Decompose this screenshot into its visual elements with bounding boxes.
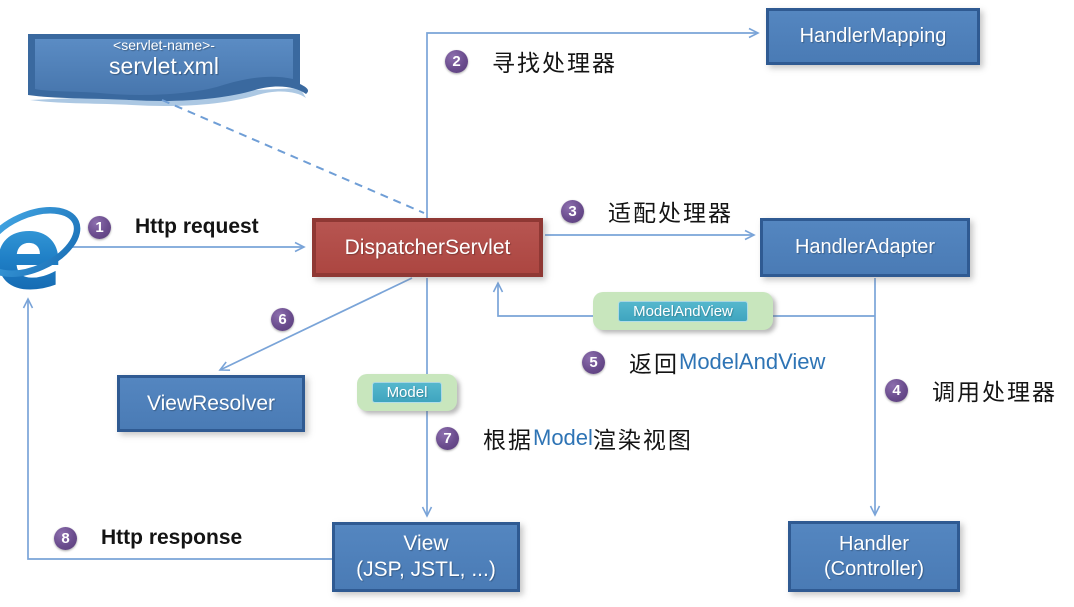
step-label-highlight: ModelAndView: [679, 349, 826, 374]
step-4-invoke-handler: 4 调用处理器: [885, 373, 1057, 407]
node-sublabel: (Controller): [823, 557, 925, 580]
step-label-suffix: 渲染视图: [592, 427, 693, 453]
handler-mapping-node: HandlerMapping: [766, 8, 980, 65]
node-label: Handler: [838, 533, 910, 556]
handler-controller-node: Handler (Controller): [788, 521, 960, 592]
modelandview-badge-label: ModelAndView: [618, 300, 748, 322]
view-node: View (JSP, JSTL, ...): [332, 522, 520, 592]
node-label: DispatcherServlet: [344, 235, 511, 259]
step-label: 适配处理器: [608, 200, 733, 226]
step-label-prefix: 根据: [483, 427, 533, 453]
step-label-highlight: Model: [533, 425, 593, 450]
servlet-config-banner-shape: [28, 34, 309, 106]
node-label: View: [403, 532, 449, 556]
view-resolver-node: ViewResolver: [117, 375, 305, 432]
arrow-to-viewresolver: [218, 277, 413, 371]
step-2-find-handler: 2 寻找处理器: [445, 44, 617, 78]
config-dashed-line: [161, 99, 425, 214]
step-number-badge: 1: [88, 215, 111, 239]
arrow-http-response: [22, 297, 332, 560]
arrow-find-handler: [426, 27, 760, 218]
step-8-http-response: 8 Http response: [54, 526, 242, 550]
node-label: HandlerMapping: [799, 25, 947, 48]
handler-adapter-node: HandlerAdapter: [760, 218, 970, 277]
dispatcher-servlet-node: DispatcherServlet: [312, 218, 543, 277]
step-1-http-request: 1 Http request: [88, 215, 259, 239]
step-number-badge: 4: [885, 378, 908, 402]
step-label-prefix: 返回: [629, 351, 679, 377]
step-number-badge: 8: [54, 526, 77, 550]
step-number-badge: 7: [436, 426, 459, 450]
step-7-render-view: 7 根据 Model 渲染视图: [436, 421, 693, 455]
ie-browser-icon: e: [0, 194, 81, 313]
step-label: 调用处理器: [932, 379, 1057, 405]
servlet-xml-text: servlet.xml: [109, 53, 219, 80]
step-label: Http request: [135, 215, 259, 238]
step-label: 寻找处理器: [492, 50, 617, 76]
node-label: ViewResolver: [147, 391, 275, 415]
modelandview-badge: ModelAndView: [593, 292, 773, 330]
step-label: Http response: [101, 526, 243, 549]
step-5-return-modelandview: 5 返回 ModelAndView: [582, 345, 825, 379]
model-badge: Model: [357, 374, 457, 411]
node-label: HandlerAdapter: [794, 236, 936, 259]
model-badge-label: Model: [371, 382, 443, 403]
servlet-name-text: <servlet-name>-: [113, 37, 215, 53]
step-3-adapt-handler: 3 适配处理器: [561, 194, 733, 228]
step-number-badge: 3: [561, 199, 584, 223]
step-number-badge: 6: [271, 308, 294, 331]
node-sublabel: (JSP, JSTL, ...): [356, 558, 496, 581]
step-6-resolve-view: 6: [271, 308, 294, 331]
step-number-badge: 5: [582, 350, 605, 374]
step-number-badge: 2: [445, 49, 468, 73]
servlet-config-label: <servlet-name>- servlet.xml: [30, 37, 298, 80]
